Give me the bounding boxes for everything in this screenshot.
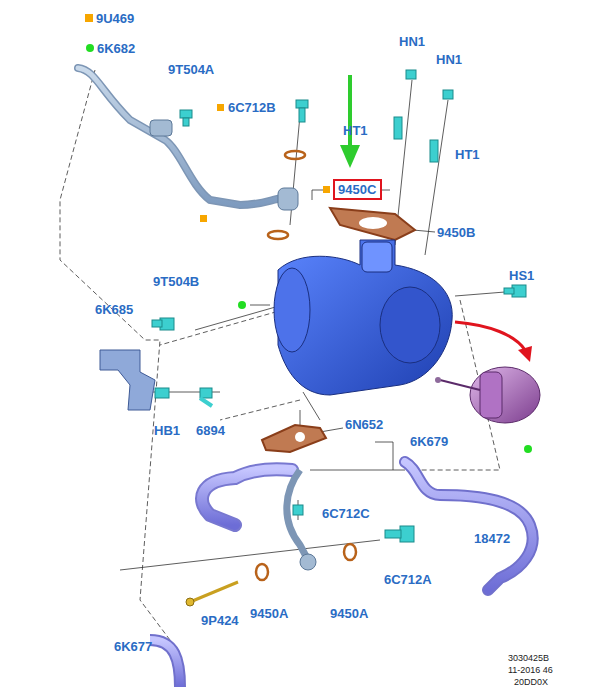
part-number: 18472 (474, 531, 510, 546)
part-number: 6K677 (114, 639, 152, 654)
part-number: 9P424 (201, 613, 239, 628)
part-number: 9450C (338, 182, 377, 197)
part-number: 6894 (196, 423, 225, 438)
legend-dot (86, 44, 94, 52)
part-number: HB1 (154, 423, 180, 438)
part-number: HT1 (343, 123, 368, 138)
highlighted-part-box: 9450C (333, 179, 382, 200)
part-number: HS1 (509, 268, 534, 283)
part-number: 9450A (250, 606, 288, 621)
part-number: 9T504B (153, 274, 199, 289)
legend-text: 6K682 (97, 41, 135, 56)
part-number: 6C712C (322, 506, 370, 521)
legend-text: 9U469 (96, 11, 134, 26)
part-number: HN1 (436, 52, 462, 67)
part-number: 6C712A (384, 572, 432, 587)
part-number: 6K685 (95, 302, 133, 317)
part-number: 6N652 (345, 417, 383, 432)
part-number: 6K679 (410, 434, 448, 449)
part-number: 9450B (437, 225, 475, 240)
drawing-code: 3030425B (508, 653, 549, 664)
drawing-code: 11-2016 46 (508, 665, 553, 676)
part-number: 9450A (330, 606, 368, 621)
legend-square (85, 14, 93, 22)
part-number: 6C712B (228, 100, 276, 115)
part-number: HN1 (399, 34, 425, 49)
part-number: HT1 (455, 147, 480, 162)
part-number: 9T504A (168, 62, 214, 77)
drawing-code: 20DD0X (514, 677, 548, 687)
